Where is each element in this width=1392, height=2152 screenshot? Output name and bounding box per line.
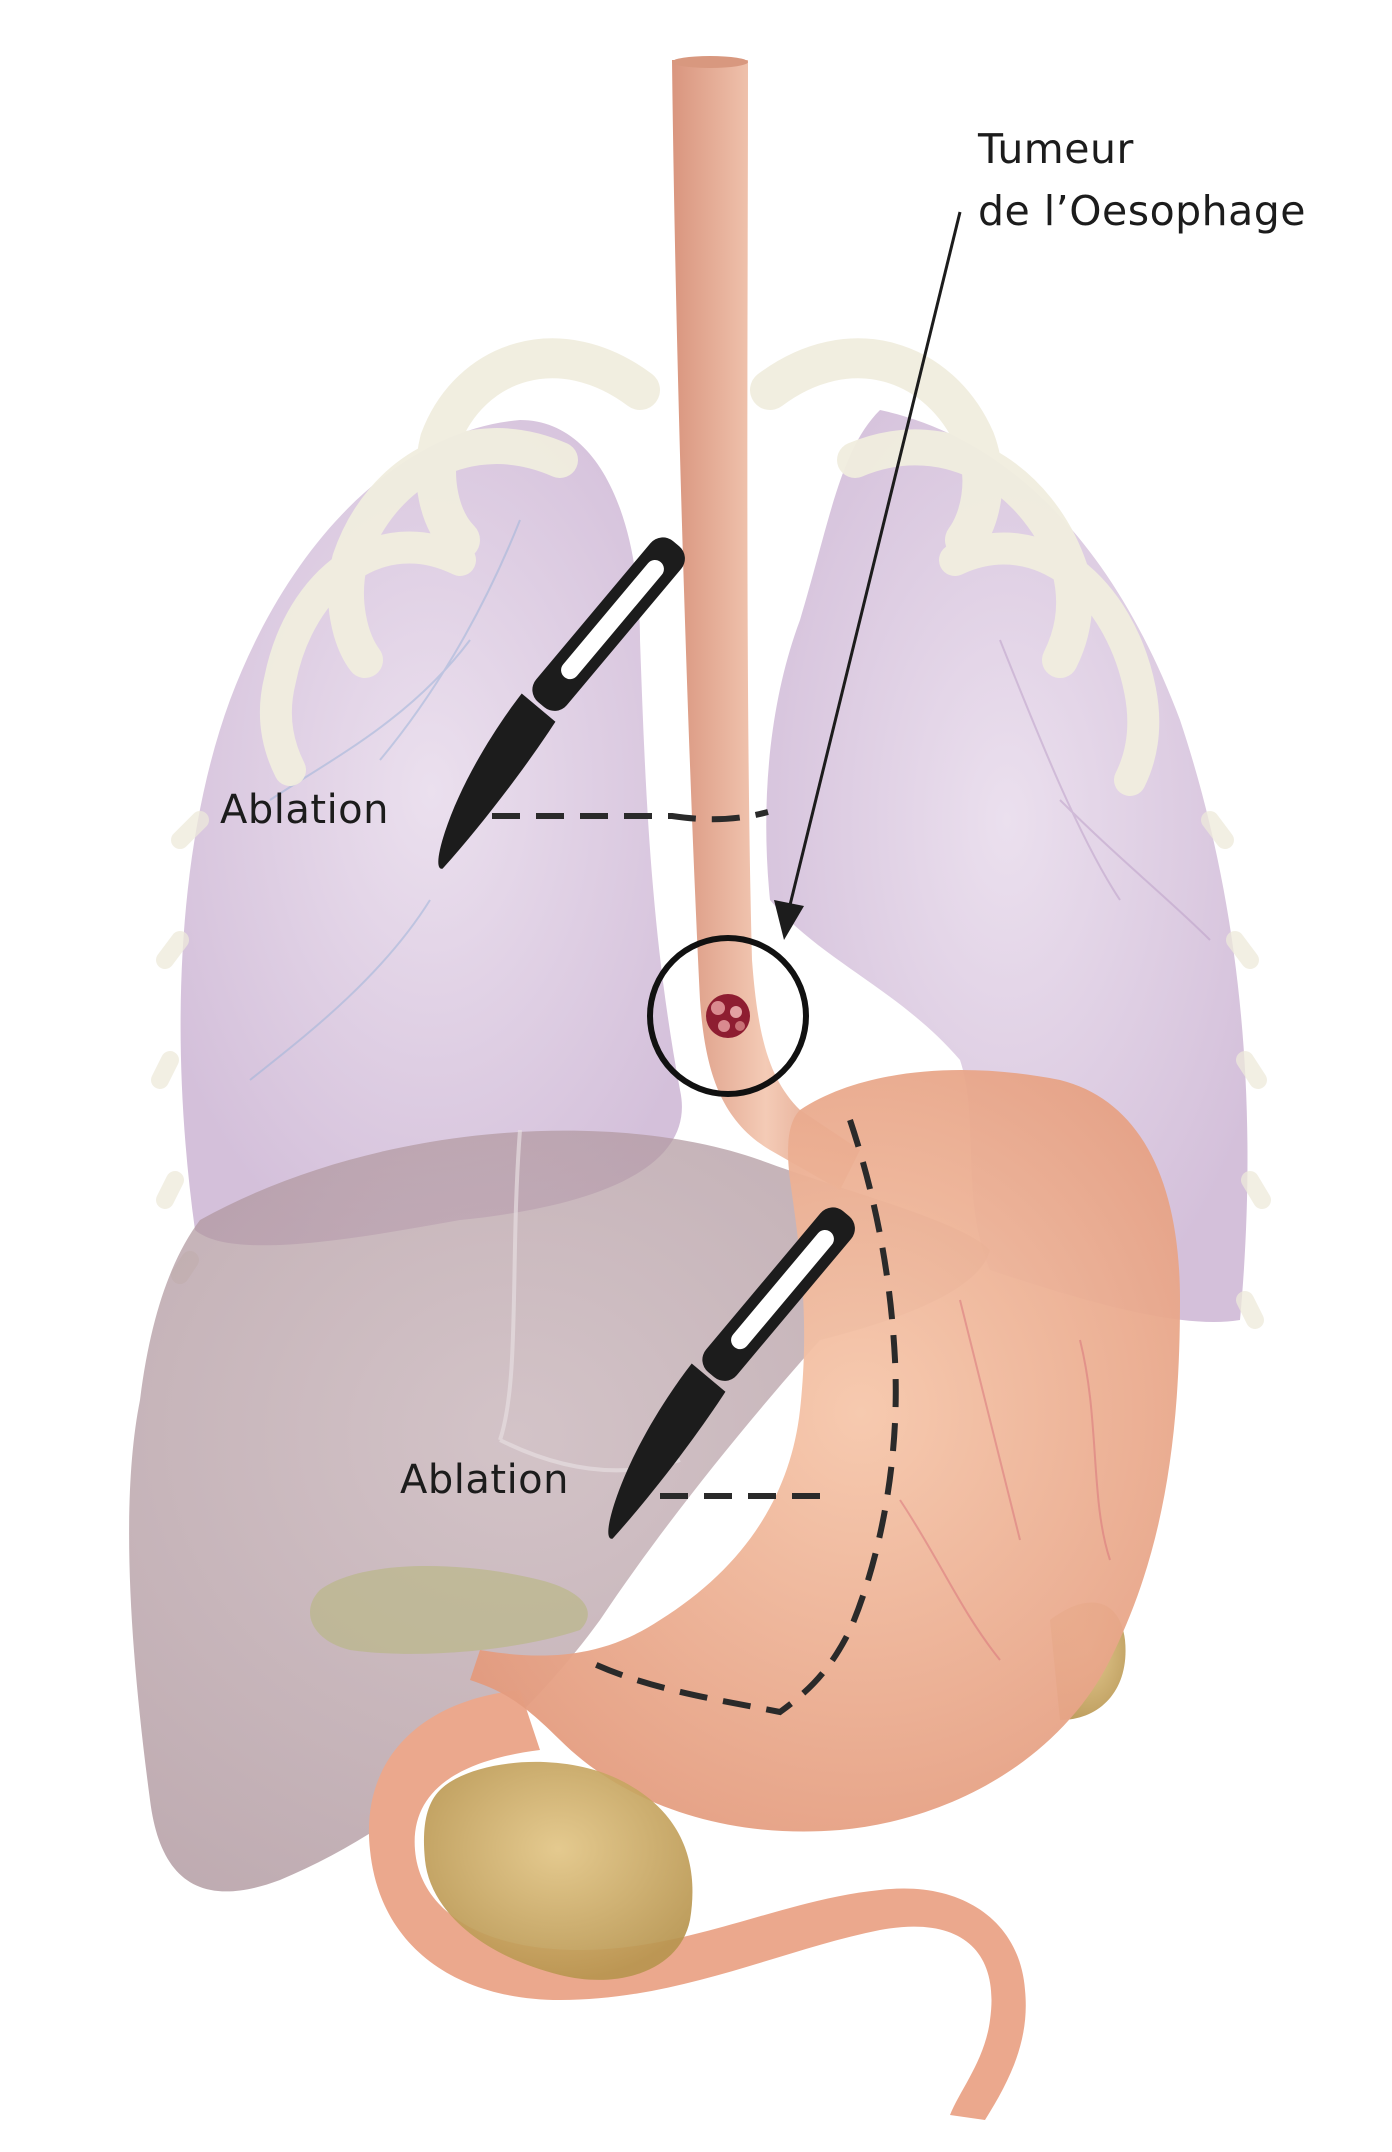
- ribs: [151, 338, 1271, 1329]
- gallbladder: [310, 1566, 588, 1654]
- tumor-label: Tumeur de l’Oesophage: [978, 125, 1307, 235]
- ablation-label-lower: Ablation: [400, 1457, 569, 1503]
- resection-lines: [492, 809, 899, 1716]
- tumor: [706, 994, 750, 1038]
- duodenum: [368, 1690, 1026, 2120]
- upper-cut-line: [492, 809, 769, 823]
- tumor-pointer-arrow: [774, 211, 962, 940]
- stomach-cut-line: [588, 1119, 899, 1716]
- pancreas: [423, 1761, 693, 1980]
- stomach: [368, 1070, 1180, 2120]
- esophagus: [672, 60, 860, 1190]
- stomach-body: [470, 1070, 1180, 1832]
- ablation-label-upper: Ablation: [220, 787, 389, 833]
- tumor-marker-circle: [647, 935, 809, 1097]
- scalpel-icon: [608, 1207, 855, 1539]
- scalpel-icon: [438, 537, 685, 869]
